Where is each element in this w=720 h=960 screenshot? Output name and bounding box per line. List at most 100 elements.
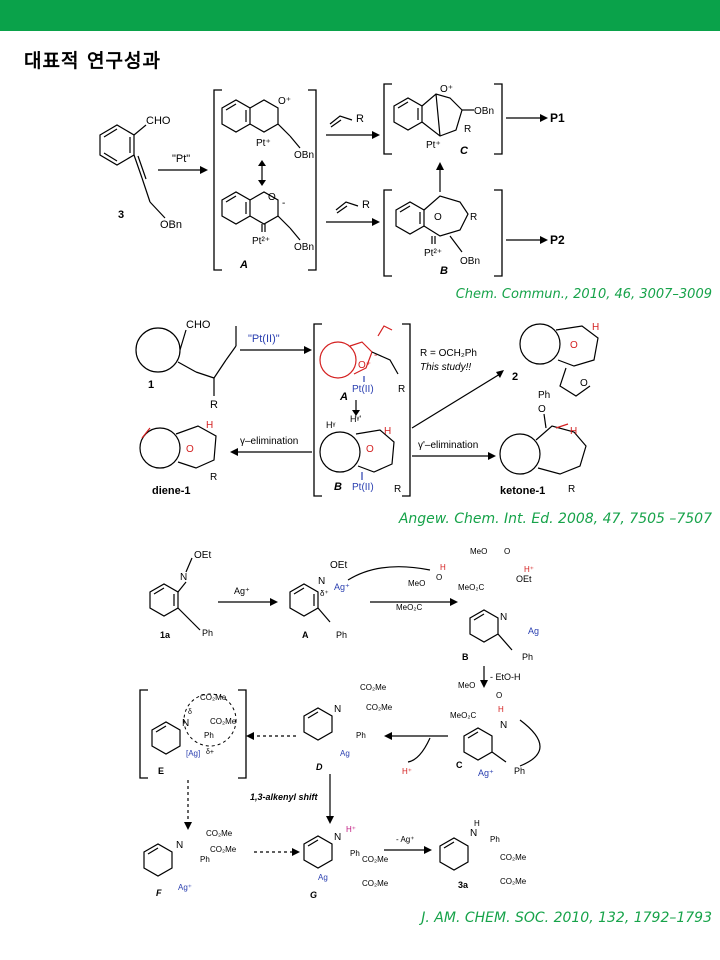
Ph-2: Ph: [538, 390, 550, 401]
Ph-D3: Ph: [356, 731, 366, 740]
N-1a: N: [180, 572, 187, 583]
meo-C3: MeO: [458, 681, 475, 690]
H-2: H: [592, 322, 599, 333]
label-C3: C: [456, 760, 463, 770]
intermediate-D3: N CO₂Me CO₂Me Ph Ag D: [303, 683, 393, 772]
label-B: B: [440, 265, 448, 277]
pt-plus: Pt⁺: [256, 138, 271, 149]
reagent-ptII: "Pt(II)": [248, 333, 280, 345]
o-minus: O: [268, 192, 276, 203]
product-P2: P2: [550, 233, 565, 247]
intermediate-B3: MeO O H⁺ OEt MeO₂C N Ag Ph B: [458, 547, 539, 662]
co2me-D3a: CO₂Me: [360, 683, 387, 692]
N-F3: N: [176, 840, 183, 851]
bracket-A: [213, 89, 317, 271]
label-D3: D: [316, 762, 323, 772]
R-B: R: [470, 212, 477, 223]
ag-E3: [Ag]: [186, 749, 200, 758]
product-3a: N H Ph CO₂Me CO₂Me 3a: [439, 819, 527, 890]
O-C3: O: [496, 691, 502, 700]
o-2: O: [570, 340, 578, 351]
meo-B3: MeO: [470, 547, 487, 556]
R-2: R: [362, 199, 370, 211]
R-diene: R: [210, 472, 217, 483]
top-banner: [0, 0, 720, 31]
OEt-B3: OEt: [516, 574, 532, 584]
label-B3: B: [462, 652, 469, 662]
H-reagent: H: [440, 563, 446, 572]
o-B: O: [434, 212, 442, 223]
curved-arrow-h: [407, 737, 431, 763]
intermediate-A-bottom: O - OBn Pt²⁺ A: [221, 191, 314, 271]
label-A2: A: [339, 391, 348, 403]
minus-A2: -: [374, 350, 377, 361]
ag-plus-F3: Ag⁺: [178, 883, 192, 892]
compound-2-label: 2: [512, 371, 518, 383]
ptII-B: Pt(II): [352, 482, 374, 493]
scheme-1: CHO OBn 3 "Pt" O⁺ OBn Pt⁺ O -: [99, 83, 565, 277]
o-diene: O: [186, 444, 194, 455]
label-C: C: [460, 145, 469, 157]
scheme-2: CHO R 1 "Pt(II)" O⁺ - Pt(II) R A Hᵞ Hᵞ' …: [135, 319, 599, 497]
meo-reagent: MeO: [408, 579, 425, 588]
label-A3: A: [302, 630, 309, 640]
ag-plus-reagent: Ag⁺: [234, 586, 250, 596]
Ph-3a: Ph: [490, 835, 500, 844]
o-plus-A2: O⁺: [358, 360, 371, 371]
delta-plus-A3: δ⁺: [320, 589, 329, 598]
co2me-3a-b: CO₂Me: [500, 877, 527, 886]
Ag-B3: Ag: [528, 626, 539, 636]
Ph-B3: Ph: [522, 652, 533, 662]
obn-label: OBn: [160, 219, 182, 231]
ag-plus-C3: Ag⁺: [478, 768, 494, 778]
pt2-plus: Pt²⁺: [252, 236, 270, 247]
Ph-A3: Ph: [336, 630, 347, 640]
product-P1: P1: [550, 111, 565, 125]
Ag-D3: Ag: [340, 749, 350, 758]
label-F3: F: [156, 888, 162, 898]
meo2c-C3: MeO₂C: [450, 711, 476, 720]
N-C3: N: [500, 720, 507, 731]
compound-1: CHO R 1: [135, 319, 237, 411]
compound-1-label: 1: [148, 379, 154, 391]
diene-1: O H R diene-1: [139, 420, 217, 497]
arrow-to-2: [411, 373, 501, 429]
compound-2: O H O Ph 2: [512, 322, 599, 401]
o-plus-C: O⁺: [440, 84, 453, 95]
ketone-label: ketone-1: [500, 485, 545, 497]
obn-a2: OBn: [294, 242, 314, 253]
label-B2: B: [334, 481, 342, 493]
gamma-elimination: γ–elimination: [240, 436, 298, 447]
bracket-C: O⁺ OBn R Pt⁺ C: [383, 83, 503, 157]
H-ketone: H: [570, 426, 577, 437]
H-B2: H: [384, 426, 391, 437]
R-A2: R: [398, 384, 405, 395]
h-plus-B3: H⁺: [524, 565, 534, 574]
O-B3: O: [504, 547, 510, 556]
co2me-G3b: CO₂Me: [362, 879, 389, 888]
gamma-prime-elimination: γ'–elimination: [418, 440, 478, 451]
ptII-A: Pt(II): [352, 384, 374, 395]
o-B2: O: [366, 444, 374, 455]
h-plus-loss: H⁺: [402, 767, 412, 776]
bracket-B: O R Pt²⁺ OBn B: [383, 189, 503, 277]
bracket-AB: O⁺ - Pt(II) R A Hᵞ Hᵞ' O H Pt(II) R B: [313, 323, 411, 497]
alkenyl-shift: 1,3-alkenyl shift: [250, 792, 319, 802]
co2me-E3b: CO₂Me: [210, 717, 237, 726]
o-2b: O: [580, 378, 588, 389]
N-A3: N: [318, 576, 325, 587]
Ph-F3: Ph: [200, 855, 210, 864]
pt-plus-C: Pt⁺: [426, 140, 441, 151]
OEt-A3: OEt: [330, 560, 347, 571]
delta-plus-E3: δ+: [206, 749, 214, 756]
curved-arrow-1: [347, 566, 431, 581]
R-B2: R: [394, 484, 401, 495]
N-B3: N: [500, 612, 507, 623]
intermediate-E3: N δ CO₂Me CO₂Me Ph [Ag] δ+ E: [139, 689, 247, 779]
this-study: This study!!: [420, 362, 471, 373]
O-reagent: O: [436, 573, 442, 582]
N-D3: N: [334, 704, 341, 715]
co2me-G3a: CO₂Me: [362, 855, 389, 864]
minus-sign: -: [282, 198, 285, 209]
R-C: R: [464, 124, 471, 135]
